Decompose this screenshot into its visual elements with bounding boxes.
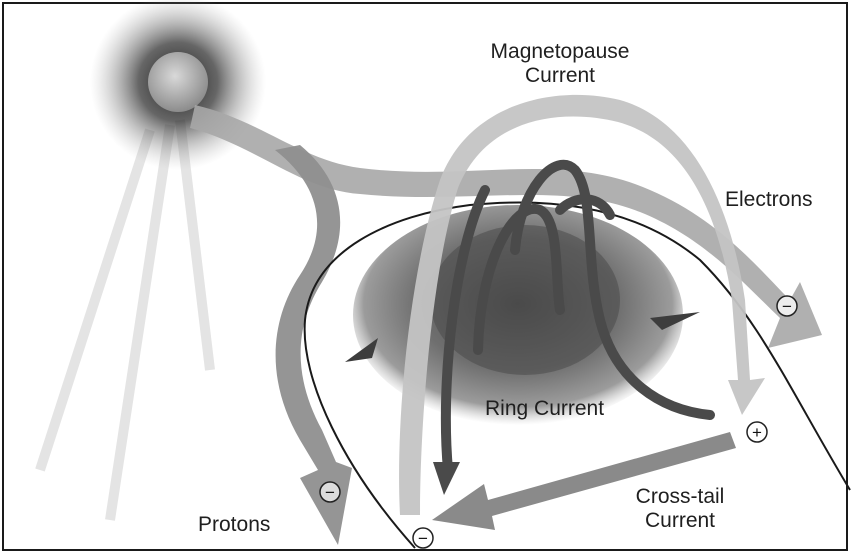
magnetopause-current-label: Magnetopause Current xyxy=(455,40,665,88)
electron-charge-label: − xyxy=(782,297,792,316)
protons-label: Protons xyxy=(198,513,308,537)
electrons-label: Electrons xyxy=(725,188,845,212)
ring-current-arrowhead xyxy=(433,462,460,495)
cross-tail-label-line1: Cross-tail xyxy=(605,485,755,509)
proton-charge-label: − xyxy=(325,483,335,502)
cross-tail-label-line2: Current xyxy=(605,509,755,533)
bottom-charge-label: − xyxy=(418,529,428,548)
cross-tail-current-label: Cross-tail Current xyxy=(605,485,755,533)
crosstail-charge-label: + xyxy=(752,423,762,442)
magnetopause-label-line1: Magnetopause xyxy=(455,40,665,64)
ring-current-label: Ring Current xyxy=(485,397,675,421)
proton-stream xyxy=(275,145,352,545)
sun-rays xyxy=(40,120,210,520)
magnetopause-label-line2: Current xyxy=(455,64,665,88)
